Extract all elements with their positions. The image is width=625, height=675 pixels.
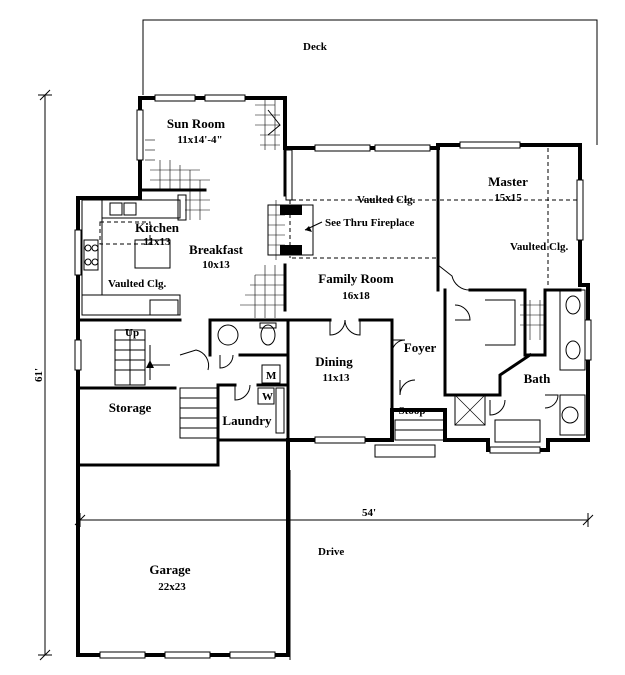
doors (179, 109, 559, 416)
dining-size: 11x13 (323, 372, 350, 384)
stoop-label: Stoop (399, 405, 426, 417)
depth-dimension-label: 61' (33, 368, 45, 382)
family-room-label: Family Room (318, 271, 394, 286)
master-size: 15x15 (494, 192, 522, 204)
breakfast-size: 10x13 (202, 259, 230, 271)
kitchen-label: Kitchen (135, 220, 180, 235)
family-vaulted-note: Vaulted Clg. (357, 194, 416, 206)
kitchen-vaulted-note: Vaulted Clg. (108, 278, 167, 290)
laundry-fixtures (257, 364, 285, 434)
microwave-label: M (266, 370, 277, 382)
bath-fixtures (494, 289, 586, 443)
breakfast-label: Breakfast (189, 242, 244, 257)
foyer-label: Foyer (404, 340, 437, 355)
storage-label: Storage (109, 400, 152, 415)
width-dimension-label: 54' (362, 507, 376, 519)
vaulted-ceiling-lines (289, 148, 578, 285)
deck-outline (142, 19, 598, 145)
sun-room-size: 11x14'-4" (177, 134, 222, 146)
drive-label: Drive (318, 546, 344, 558)
dining-label: Dining (315, 354, 353, 369)
kitchen-fixtures (81, 194, 187, 316)
garage-label: Garage (149, 562, 190, 577)
laundry-label: Laundry (222, 413, 272, 428)
powder-room-fixtures (217, 322, 277, 346)
stairs (114, 329, 446, 441)
master-vaulted-note: Vaulted Clg. (510, 241, 569, 253)
kitchen-size: 11x13 (144, 236, 171, 248)
depth-dimension-line (38, 89, 52, 661)
sun-room-label: Sun Room (167, 116, 225, 131)
family-room-size: 16x18 (342, 290, 370, 302)
master-label: Master (488, 174, 528, 189)
bath-label: Bath (524, 371, 552, 386)
fireplace (267, 204, 323, 256)
fireplace-note: See Thru Fireplace (325, 217, 415, 229)
windows (74, 94, 592, 659)
tile-pattern (145, 100, 545, 426)
stairs-up-label: Up (125, 327, 139, 339)
width-dimension-line (74, 513, 594, 527)
garage-size: 22x23 (158, 581, 186, 593)
interior-walls (76, 146, 582, 467)
washer-label: W (262, 391, 273, 403)
deck-label: Deck (303, 41, 328, 53)
